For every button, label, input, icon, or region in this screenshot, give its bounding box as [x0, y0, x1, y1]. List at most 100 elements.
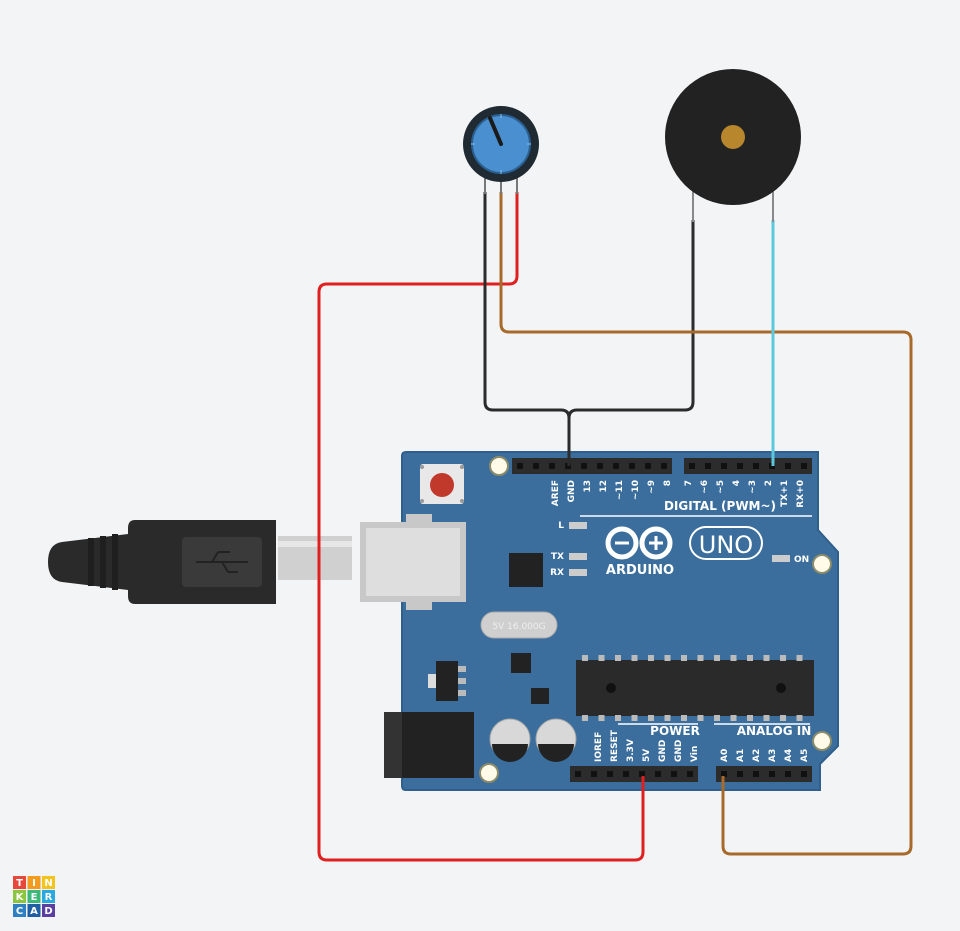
header-pin[interactable]: [689, 463, 695, 469]
header-pin[interactable]: [597, 463, 603, 469]
header-pin[interactable]: [785, 463, 791, 469]
analog-section-label: ANALOG IN: [737, 724, 812, 738]
status-led-l: L: [558, 521, 587, 531]
pin-label: A5: [800, 749, 810, 762]
svg-text:K: K: [16, 892, 25, 903]
header-pin[interactable]: [687, 771, 693, 777]
header-pin[interactable]: [549, 463, 555, 469]
pin-label: IOREF: [594, 732, 604, 762]
voltage-regulator: [428, 661, 466, 701]
svg-text:ON: ON: [794, 555, 809, 565]
pin-label: A3: [768, 749, 778, 762]
usb-controller-chip: [509, 553, 543, 587]
svg-text:C: C: [16, 906, 23, 917]
header-pin[interactable]: [721, 771, 727, 777]
dc-power-jack: [384, 712, 474, 778]
pin-label: RESET: [610, 729, 620, 762]
pin-label: AREF: [551, 480, 561, 506]
pin-label: A4: [784, 749, 794, 762]
status-led-tx: TX: [551, 552, 587, 562]
wire-a0-to-pot-wiper[interactable]: [499, 192, 913, 856]
header-pin[interactable]: [671, 771, 677, 777]
mounting-hole: [812, 731, 832, 751]
pin-label: Vin: [690, 746, 700, 762]
potentiometer[interactable]: [463, 106, 539, 194]
header-pin[interactable]: [769, 771, 775, 777]
svg-text:TX: TX: [551, 552, 564, 562]
wire-gnd-to-buzzer[interactable]: [567, 220, 695, 419]
header-pin[interactable]: [737, 771, 743, 777]
header-pin[interactable]: [613, 463, 619, 469]
pin-label: 3.3V: [626, 739, 636, 762]
header-pin[interactable]: [607, 771, 613, 777]
pin-label: ~9: [647, 480, 657, 494]
svg-text:5V 16.000G: 5V 16.000G: [492, 622, 545, 632]
wire-gnd-to-pot[interactable]: [483, 192, 571, 466]
header-pin[interactable]: [753, 463, 759, 469]
capacitor: [489, 718, 531, 762]
status-led-rx: RX: [550, 568, 587, 578]
reset-button[interactable]: [420, 464, 464, 504]
header-pin[interactable]: [785, 771, 791, 777]
pin-label: GND: [567, 480, 577, 502]
pin-label: 13: [583, 480, 593, 493]
sot-chip: [531, 688, 549, 704]
header-pin[interactable]: [801, 771, 807, 777]
usb-port: [360, 514, 466, 610]
pin-label: GND: [674, 740, 684, 762]
header-pin[interactable]: [591, 771, 597, 777]
header-pin[interactable]: [645, 463, 651, 469]
header-pin[interactable]: [661, 463, 667, 469]
crystal-oscillator: 5V 16.000G: [480, 611, 558, 639]
power-section-label: POWER: [650, 724, 700, 738]
power-header: [570, 766, 698, 782]
header-pin[interactable]: [575, 771, 581, 777]
piezo-buzzer[interactable]: [665, 69, 801, 222]
pin-label: ~3: [748, 480, 758, 494]
model-label: UNO: [699, 531, 753, 559]
wire-5v-to-pot[interactable]: [317, 192, 645, 862]
power-led: ON: [772, 555, 809, 565]
header-pin[interactable]: [581, 463, 587, 469]
header-pin[interactable]: [655, 771, 661, 777]
atmega-microcontroller: [576, 655, 814, 721]
usb-cable[interactable]: [48, 520, 352, 604]
mounting-hole: [489, 456, 509, 476]
header-pin[interactable]: [801, 463, 807, 469]
arduino-uno-board[interactable]: 5V 16.000G L TX RX: [360, 451, 839, 791]
header-pin[interactable]: [639, 771, 645, 777]
header-pin[interactable]: [629, 463, 635, 469]
svg-text:RX: RX: [550, 568, 564, 578]
header-pin[interactable]: [737, 463, 743, 469]
brand-label: ARDUINO: [606, 563, 674, 578]
svg-text:R: R: [45, 892, 53, 903]
svg-text:D: D: [44, 906, 52, 917]
pin-label: TX+1: [780, 480, 790, 507]
pin-label: ~6: [700, 480, 710, 494]
header-pin[interactable]: [517, 463, 523, 469]
pin-label: 2: [764, 480, 774, 486]
pin-label: RX+0: [796, 480, 806, 508]
header-pin[interactable]: [721, 463, 727, 469]
pin-label: 7: [684, 480, 694, 486]
mounting-hole: [812, 554, 832, 574]
digital-section-label: DIGITAL (PWM~): [664, 499, 776, 513]
pin-label: ~10: [631, 480, 641, 500]
header-pin[interactable]: [705, 463, 711, 469]
pin-label: ~5: [716, 480, 726, 494]
pin-label: 5V: [642, 749, 652, 762]
header-pin[interactable]: [753, 771, 759, 777]
wires: [317, 192, 913, 862]
analog-header: [716, 766, 812, 782]
uno-badge: [689, 526, 763, 560]
svg-text:N: N: [44, 878, 52, 889]
header-pin[interactable]: [623, 771, 629, 777]
pin-label: 12: [599, 480, 609, 493]
svg-text:A: A: [30, 906, 38, 917]
header-pin[interactable]: [533, 463, 539, 469]
capacitor: [535, 718, 577, 762]
pin-label: GND: [658, 740, 668, 762]
svg-text:I: I: [32, 878, 36, 889]
buzzer-center: [721, 125, 745, 149]
